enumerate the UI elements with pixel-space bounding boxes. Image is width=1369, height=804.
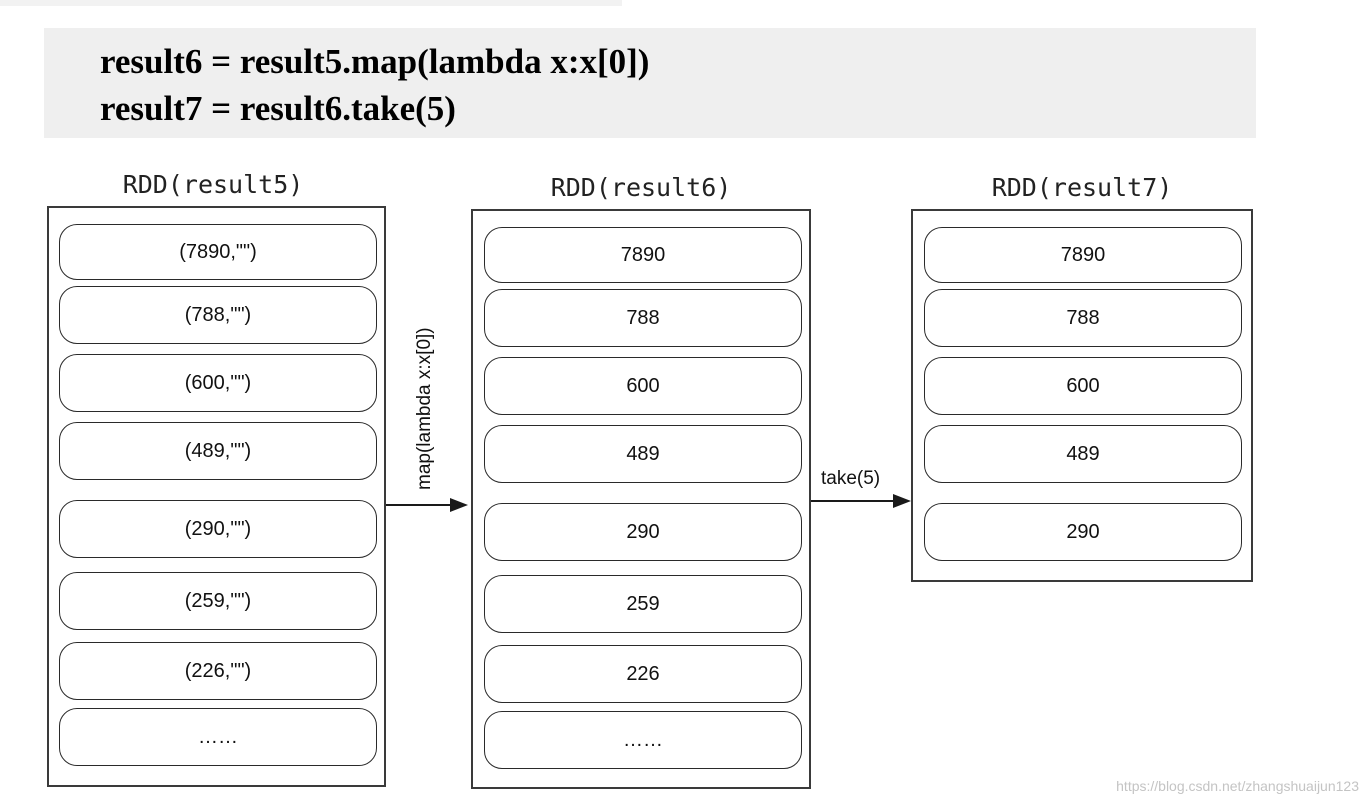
panel-title-result7: RDD(result7) bbox=[991, 173, 1173, 202]
take-arrow-label: take(5) bbox=[821, 468, 881, 489]
watermark: https://blog.csdn.net/zhangshuaijun123 bbox=[1116, 778, 1359, 794]
code-line-1: result6 = result5.map(lambda x:x[0]) bbox=[100, 42, 650, 81]
top-strip bbox=[0, 0, 622, 6]
code-block: result6 = result5.map(lambda x:x[0]) res… bbox=[44, 28, 1256, 138]
rdd-item: 259 bbox=[484, 575, 802, 633]
rdd-item: 7890 bbox=[484, 227, 802, 283]
rdd-panel-result5: (7890,"") (788,"") (600,"") (489,"") (29… bbox=[47, 206, 386, 787]
rdd-item: (290,"") bbox=[59, 500, 377, 558]
take-arrow-line bbox=[811, 500, 895, 502]
panel-title-result5: RDD(result5) bbox=[122, 170, 304, 199]
rdd-item: 226 bbox=[484, 645, 802, 703]
code-line-2: result7 = result6.take(5) bbox=[100, 89, 456, 128]
rdd-item: (226,"") bbox=[59, 642, 377, 700]
rdd-item: 788 bbox=[924, 289, 1242, 347]
rdd-item: 600 bbox=[924, 357, 1242, 415]
rdd-item-ellipsis: …… bbox=[484, 711, 802, 769]
rdd-item: 7890 bbox=[924, 227, 1242, 283]
rdd-item-ellipsis: …… bbox=[59, 708, 377, 766]
map-arrow-line bbox=[386, 504, 452, 506]
take-arrow-head bbox=[893, 494, 911, 508]
rdd-item: 290 bbox=[924, 503, 1242, 561]
map-arrow-label: map(lambda x:x[0]) bbox=[414, 327, 435, 490]
map-arrow-head bbox=[450, 498, 468, 512]
rdd-item: (600,"") bbox=[59, 354, 377, 412]
panel-title-result6: RDD(result6) bbox=[550, 173, 732, 202]
rdd-item: 489 bbox=[484, 425, 802, 483]
rdd-panel-result6: 7890 788 600 489 290 259 226 …… bbox=[471, 209, 811, 789]
rdd-panel-result7: 7890 788 600 489 290 bbox=[911, 209, 1253, 582]
rdd-item: (788,"") bbox=[59, 286, 377, 344]
rdd-item: 489 bbox=[924, 425, 1242, 483]
rdd-item: 600 bbox=[484, 357, 802, 415]
rdd-item: 788 bbox=[484, 289, 802, 347]
rdd-item: (7890,"") bbox=[59, 224, 377, 280]
rdd-item: 290 bbox=[484, 503, 802, 561]
rdd-item: (489,"") bbox=[59, 422, 377, 480]
rdd-item: (259,"") bbox=[59, 572, 377, 630]
